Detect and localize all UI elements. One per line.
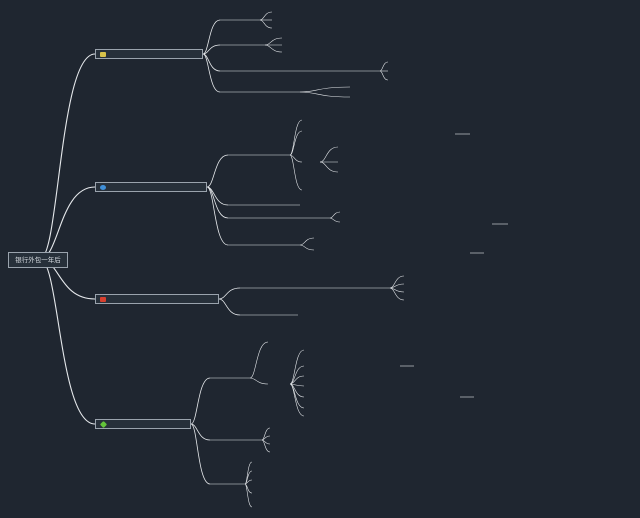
connector-line: [206, 186, 229, 246]
connector-line: [202, 19, 221, 55]
root-node[interactable]: 银行外包一年后: [8, 252, 68, 268]
connector-line: [299, 237, 315, 246]
connector-line: [389, 283, 405, 289]
connector-line: [218, 287, 241, 300]
connector-line: [299, 86, 351, 93]
connector-line: [319, 161, 339, 173]
connector-line: [261, 427, 271, 441]
connector-line: [329, 211, 341, 219]
notebook-icon: [100, 52, 106, 57]
connector-line: [261, 439, 271, 453]
connector-line: [329, 217, 341, 223]
connector-line: [39, 258, 96, 425]
branch-node-4[interactable]: [95, 419, 191, 429]
branch-node-3[interactable]: [95, 294, 219, 304]
gem-icon: [99, 420, 108, 428]
connector-line: [202, 44, 221, 55]
connector-line: [249, 341, 269, 379]
star-icon: [100, 185, 106, 190]
connector-line: [299, 91, 351, 98]
connector-line: [249, 377, 269, 385]
flag-icon: [100, 297, 106, 302]
connector-line: [39, 53, 96, 260]
connector-line: [244, 483, 253, 508]
connector-line: [259, 19, 273, 29]
connector-line: [190, 423, 211, 485]
connector-line: [389, 287, 405, 301]
connector-line: [218, 298, 241, 316]
connector-line: [202, 53, 221, 93]
connector-line: [319, 146, 339, 163]
connector-line: [379, 61, 389, 72]
connector-line: [244, 461, 253, 485]
connector-line: [379, 70, 389, 81]
connector-line: [259, 11, 273, 21]
connector-line: [389, 275, 405, 289]
connector-line: [289, 154, 303, 163]
connector-line: [206, 154, 229, 188]
connector-line: [190, 377, 211, 425]
branch-node-2[interactable]: [95, 182, 207, 192]
connector-line: [289, 154, 303, 191]
connector-line: [190, 423, 211, 441]
connector-line: [39, 186, 96, 260]
connector-line: [389, 287, 405, 293]
connector-line: [261, 435, 271, 441]
connector-line: [299, 244, 315, 251]
connector-line: [289, 349, 305, 385]
connector-line: [289, 130, 303, 156]
branch-node-1[interactable]: [95, 49, 203, 59]
connector-line: [264, 37, 283, 46]
connector-line: [264, 44, 283, 53]
connector-line: [289, 383, 305, 409]
connector-line: [289, 383, 305, 417]
